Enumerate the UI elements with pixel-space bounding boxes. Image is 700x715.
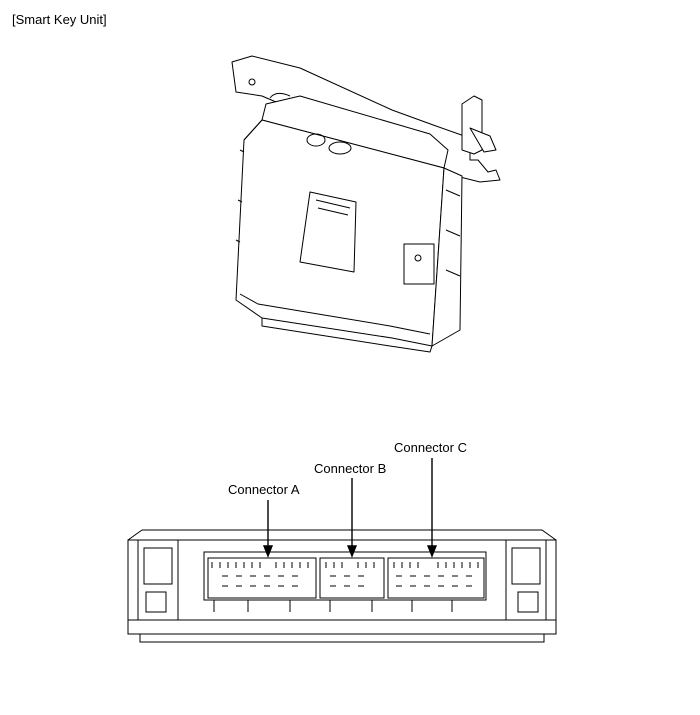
bracket-hole [248,78,256,86]
connector-b-shell [319,557,385,599]
connector-a-arrowhead [262,545,274,558]
connector-c-arrowhead [426,545,438,558]
housing-outline [127,539,557,621]
side-tab [461,95,483,155]
logo-1 [306,133,326,147]
connector-a-shell [207,557,317,599]
unit-side-face [431,167,463,347]
page-title: [Smart Key Unit] [12,12,107,27]
connector-block [203,551,487,601]
connector-a-label: Connector A [228,482,300,497]
unit-label-plate [299,191,357,273]
connector-b-arrowhead [346,545,358,558]
connector-c-label: Connector C [394,440,467,455]
smart-key-unit-isometric [231,55,501,353]
logo-2 [328,141,352,155]
connector-b-label: Connector B [314,461,387,476]
connector-c-shell [387,557,485,599]
